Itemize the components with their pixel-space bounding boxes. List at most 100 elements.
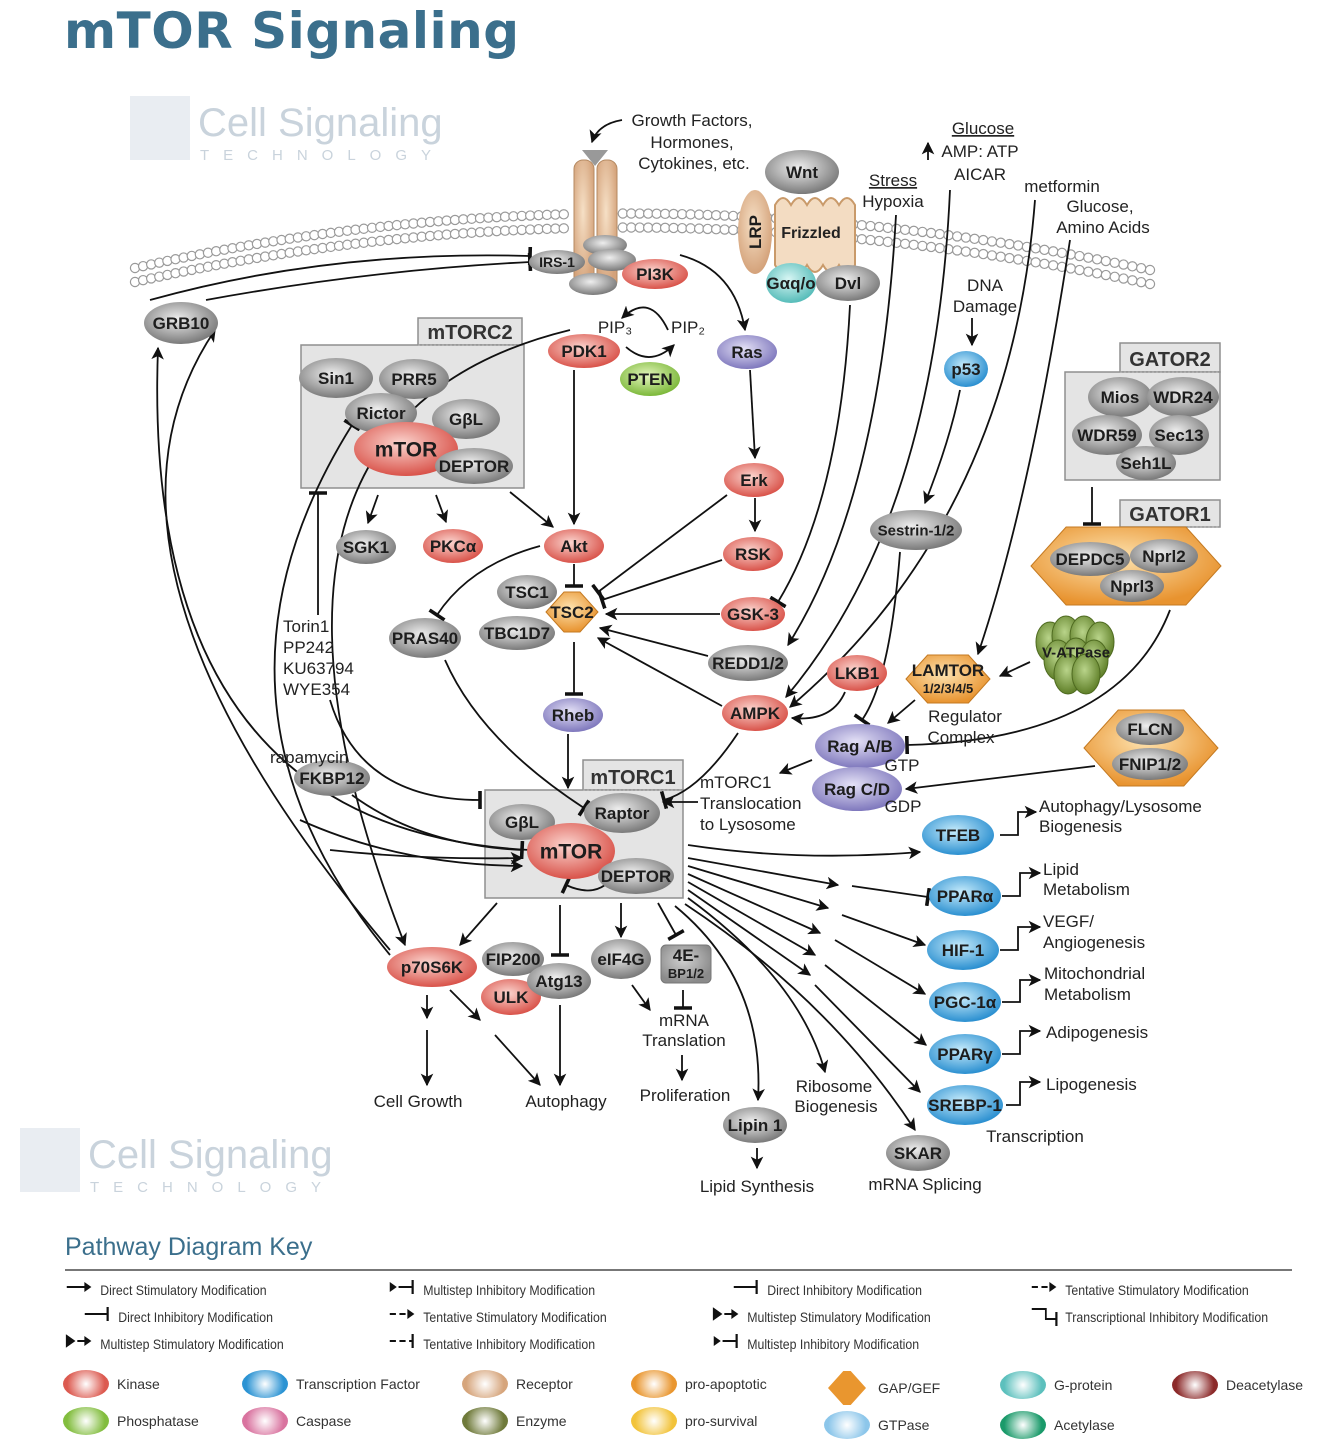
node-label: TBC1D7 <box>484 624 550 643</box>
labels: Growth Factors,Hormones,Cytokines, etc.S… <box>270 111 1202 1196</box>
node-redd[interactable]: REDD1/2 <box>708 645 788 681</box>
node-p53[interactable]: p53 <box>944 351 988 387</box>
node-lkb1[interactable]: LKB1 <box>827 655 887 691</box>
node-label: Seh1L <box>1120 454 1171 473</box>
node-label: SREBP-1 <box>928 1096 1002 1115</box>
node-label: TSC2 <box>550 603 593 622</box>
ellipse-shape <box>944 351 988 387</box>
key-item-multi-inhib: Multistep Inhibitory Modification <box>712 1334 919 1354</box>
ellipse-shape <box>423 529 483 563</box>
node-pparg[interactable]: PPARγ <box>929 1034 1001 1074</box>
tent-stim-icon <box>389 1309 415 1319</box>
node-rheb[interactable]: Rheb <box>543 698 603 732</box>
node-flcn[interactable]: FLCN <box>1116 713 1184 745</box>
label-glucose2: Glucose, <box>1066 197 1133 216</box>
node-pten[interactable]: PTEN <box>620 362 680 396</box>
node-depdc5[interactable]: DEPDC5 <box>1050 542 1130 576</box>
node-grb10[interactable]: GRB10 <box>144 302 218 344</box>
node-label: RSK <box>735 545 772 564</box>
node-tsc2[interactable]: TSC2 <box>545 591 599 633</box>
node-wnt[interactable]: Wnt <box>765 150 839 194</box>
node-nprl2[interactable]: Nprl2 <box>1130 539 1198 573</box>
node-nprl3[interactable]: Nprl3 <box>1100 570 1164 602</box>
node-dvl[interactable]: Dvl <box>816 265 880 301</box>
node-label: Erk <box>740 471 768 490</box>
node-pras40[interactable]: PRAS40 <box>389 618 461 658</box>
node-ampk[interactable]: AMPK <box>722 695 788 731</box>
node-mtor1[interactable]: mTOR <box>527 823 615 879</box>
node-gaq[interactable]: Gαq/o <box>766 263 816 303</box>
ellipse-shape <box>886 1135 950 1171</box>
node-atg13[interactable]: Atg13 <box>527 963 591 999</box>
node-gbl2[interactable]: GβL <box>432 399 500 439</box>
node-eif4g[interactable]: eIF4G <box>591 939 651 979</box>
ellipse-shape <box>765 150 839 194</box>
node-fip200[interactable]: FIP200 <box>482 942 544 976</box>
stimulatory-edge <box>494 1034 541 1086</box>
node-sec13[interactable]: Sec13 <box>1149 415 1209 455</box>
node-gsk3[interactable]: GSK-3 <box>721 597 785 631</box>
inhibitory-edge <box>597 559 723 610</box>
node-wdr24[interactable]: WDR24 <box>1147 377 1219 417</box>
node-label: ULK <box>494 988 530 1007</box>
node-pkca[interactable]: PKCα <box>423 529 483 563</box>
node-raptor[interactable]: Raptor <box>584 793 660 833</box>
stimulatory-edge <box>834 939 927 995</box>
node-srebp1[interactable]: SREBP-1 <box>927 1085 1003 1125</box>
node-irs1[interactable]: IRS-1 <box>529 250 585 274</box>
node-label: Rheb <box>552 706 595 725</box>
label-adipo: Adipogenesis <box>1046 1023 1148 1042</box>
node-erk[interactable]: Erk <box>724 463 784 497</box>
node-mtor2[interactable]: mTOR <box>354 422 458 476</box>
stimulatory-edge <box>778 759 813 775</box>
node-akt[interactable]: Akt <box>544 529 604 563</box>
node-lrp[interactable]: LRP <box>738 190 772 274</box>
key-label: Tentative Stimulatory Modification <box>1065 1282 1249 1298</box>
node-sgk1[interactable]: SGK1 <box>336 530 396 564</box>
node-gbl1[interactable]: GβL <box>489 804 555 840</box>
node-sin1[interactable]: Sin1 <box>299 358 373 398</box>
node-wdr59[interactable]: WDR59 <box>1072 415 1142 455</box>
label-mrna2: Translation <box>642 1031 725 1050</box>
node-hif1[interactable]: HIF-1 <box>927 930 999 970</box>
node-ppara[interactable]: PPARα <box>929 876 1001 916</box>
node-lipin1[interactable]: Lipin 1 <box>723 1107 787 1143</box>
node-skar[interactable]: SKAR <box>886 1135 950 1171</box>
node-tbc1d7[interactable]: TBC1D7 <box>479 616 555 650</box>
node-tfeb[interactable]: TFEB <box>922 815 994 855</box>
node-label: LRP <box>746 215 765 249</box>
key-label: Direct Inhibitory Modification <box>118 1309 273 1325</box>
node-ragab[interactable]: Rag A/B <box>815 724 905 768</box>
key-label: Multistep Stimulatory Modification <box>100 1336 284 1352</box>
node-fkbp12[interactable]: FKBP12 <box>294 760 370 796</box>
key-shape-caspase: Caspase <box>242 1407 351 1435</box>
stimulatory-edge <box>598 624 709 657</box>
node-sestrin[interactable]: Sestrin-1/2 <box>870 510 962 550</box>
node-ras[interactable]: Ras <box>717 335 777 369</box>
label-gdp: GDP <box>885 797 922 816</box>
node-deptor1[interactable]: DEPTOR <box>598 858 674 894</box>
node-prr5[interactable]: PRR5 <box>379 359 449 399</box>
node-vatpase[interactable]: V-ATPase <box>1035 615 1115 695</box>
node-deptor2[interactable]: DEPTOR <box>435 448 513 484</box>
node-ulk[interactable]: ULK <box>481 979 541 1015</box>
node-pgc1a[interactable]: PGC-1α <box>929 982 1001 1022</box>
node-label: PPARγ <box>937 1045 993 1064</box>
ellipse-shape <box>721 597 785 631</box>
node-tsc1[interactable]: TSC1 <box>497 575 557 609</box>
key-label: Kinase <box>117 1376 160 1392</box>
key-label: Phosphatase <box>117 1413 199 1429</box>
node-ragcd[interactable]: Rag C/D <box>812 767 902 811</box>
node-pdk1[interactable]: PDK1 <box>548 334 620 368</box>
node-p70s6k[interactable]: p70S6K <box>387 947 477 987</box>
node-4ebp[interactable]: 4E-BP1/2 <box>660 944 712 984</box>
node-seh1l[interactable]: Seh1L <box>1116 446 1176 480</box>
node-rsk[interactable]: RSK <box>723 537 783 571</box>
key-title: Pathway Diagram Key <box>65 1233 313 1261</box>
node-mios[interactable]: Mios <box>1088 377 1152 417</box>
node-pi3k[interactable]: PI3K <box>622 259 688 289</box>
node-fnip[interactable]: FNIP1/2 <box>1112 748 1188 780</box>
stimulatory-edge <box>687 844 922 860</box>
label-vegf2: Angiogenesis <box>1043 933 1145 952</box>
